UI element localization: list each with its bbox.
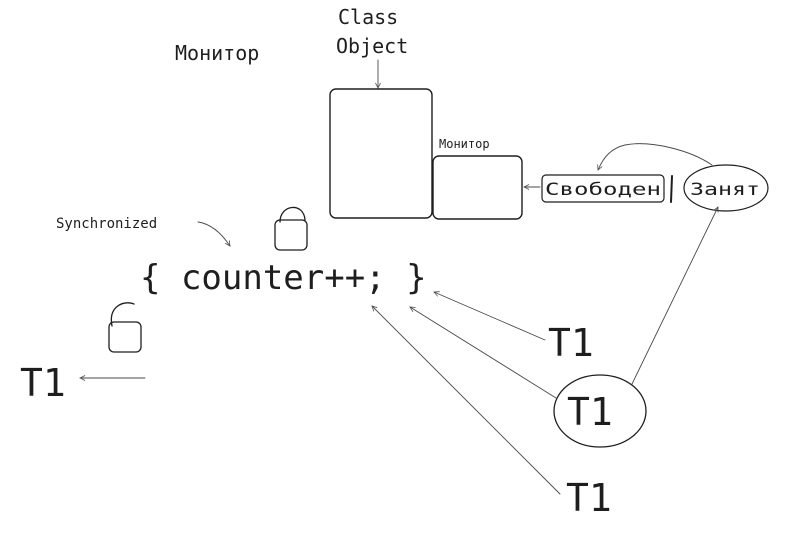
code-block: { counter++; }	[140, 258, 427, 298]
thread-center-arrow	[410, 306, 557, 399]
class-label-line2: Object	[336, 34, 408, 58]
thread-to-busy-arrow	[631, 207, 719, 385]
thread-bottom-label: T1	[566, 476, 612, 520]
thread-center-label: T1	[567, 390, 613, 434]
class-object-box	[329, 88, 433, 219]
monitor-small-label: Монитор	[439, 137, 490, 151]
busy-to-free-arrow	[598, 143, 713, 170]
free-state-box	[541, 174, 665, 203]
busy-state-label: Занят	[690, 180, 760, 200]
thread-left-label: T1	[20, 361, 66, 405]
synchronized-label: Synchronized	[56, 216, 157, 232]
busy-state-ellipse	[683, 164, 769, 212]
thread-top-label: T1	[548, 321, 594, 365]
free-state-label: Свободен	[545, 180, 661, 200]
thread-top-arrow	[434, 292, 546, 341]
monitor-box	[432, 155, 523, 220]
padlock-closed-icon	[274, 206, 308, 251]
thread-center-ellipse	[553, 374, 647, 448]
state-separator	[670, 175, 673, 203]
thread-bottom-arrow	[372, 306, 561, 495]
padlock-open-icon	[108, 302, 142, 353]
synchronized-arrow	[197, 221, 230, 246]
class-label-line1: Class	[338, 5, 398, 29]
monitor-title: Монитор	[175, 41, 259, 65]
